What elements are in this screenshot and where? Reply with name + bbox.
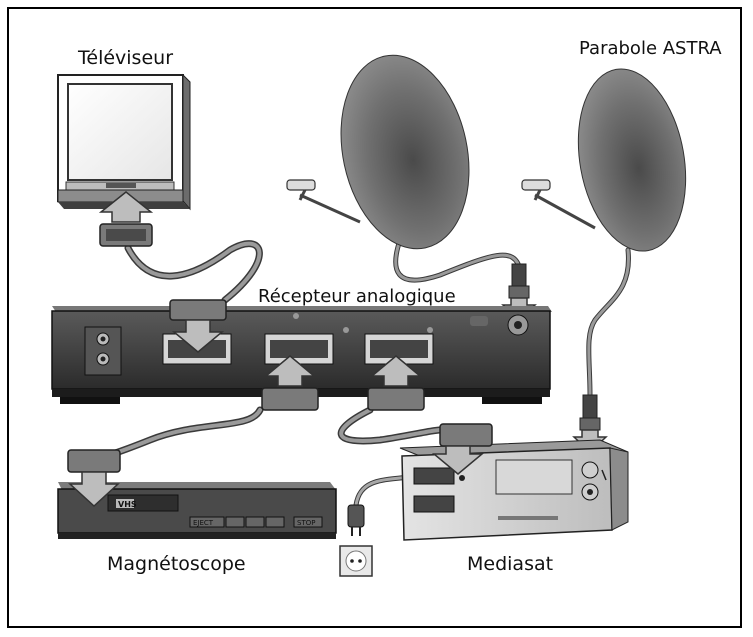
satellite-dish-1 — [286, 54, 530, 299]
satellite-dish-2 — [521, 68, 687, 431]
receiver-scart-plugs — [169, 299, 425, 411]
stop-label: STOP — [297, 519, 315, 527]
mediasat-label: Mediasat — [467, 553, 554, 575]
vcr-scart-plug — [67, 449, 121, 473]
vcr: VHS EJECT STOP — [57, 482, 337, 539]
vcr-brand: VHS — [118, 500, 137, 509]
wall-socket-icon — [339, 545, 373, 577]
tv-set — [57, 73, 191, 211]
vcr-label: Magnétoscope — [107, 553, 246, 575]
mediasat-scart-plug — [439, 423, 493, 447]
arrow-down-icon — [171, 319, 225, 353]
tv-label: Téléviseur — [78, 47, 173, 69]
arrow-down-icon — [68, 471, 120, 508]
eject-label: EJECT — [193, 519, 214, 527]
arrow-up-icon — [369, 355, 423, 387]
receiver-label: Récepteur analogique — [258, 286, 456, 307]
arrow-up-icon — [98, 191, 154, 223]
arrow-up-icon — [263, 355, 317, 387]
arrow-down-icon — [431, 445, 485, 475]
tv-scart-plug — [99, 223, 153, 247]
power-plug-icon — [347, 504, 365, 536]
dish-label: Parabole ASTRA — [579, 38, 722, 59]
